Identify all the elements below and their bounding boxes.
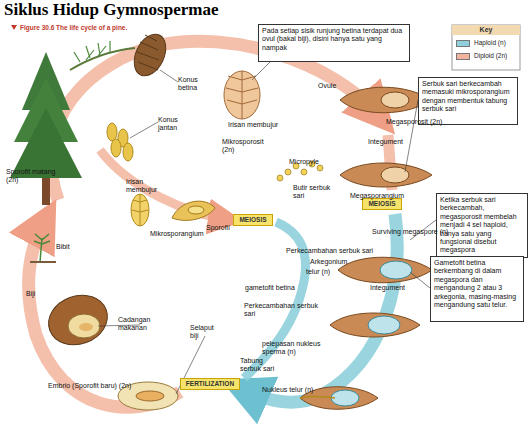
part-label: Nukleus telur (n) bbox=[262, 386, 334, 394]
male-cone bbox=[123, 143, 133, 161]
part-label: Irisan membujur bbox=[126, 178, 162, 194]
node-text: MEIOSIS bbox=[234, 215, 272, 225]
node-text: MEIOSIS bbox=[363, 199, 401, 209]
part-label: Butir serbuk sari bbox=[293, 184, 333, 200]
microsporangium bbox=[188, 206, 204, 214]
diploid-arrow bbox=[29, 222, 180, 407]
seed bbox=[42, 287, 115, 353]
pollen-grain bbox=[277, 175, 283, 181]
legend-frame bbox=[452, 25, 520, 70]
part-label: Konus jantan bbox=[158, 116, 192, 132]
part-label: Irisan membujur bbox=[228, 121, 290, 129]
pollen-grain bbox=[317, 165, 323, 171]
callout-box: Gametofit betina berkembang di dalam meg… bbox=[430, 256, 524, 322]
diploid-arrow bbox=[51, 41, 378, 200]
part-label: Megasporangium bbox=[350, 192, 416, 200]
part-label: Selaput biji bbox=[190, 324, 222, 340]
figure-caption: Figure 30.6 The life cycle of a pine. bbox=[20, 24, 127, 31]
pollen-grain bbox=[285, 169, 291, 175]
part-label: Embrio (Sporofit baru) (2n) bbox=[48, 382, 132, 390]
node-text: Gametofit betina berkembang di dalam meg… bbox=[434, 259, 520, 309]
part-label: Konus betina bbox=[178, 76, 212, 92]
female-gametophyte bbox=[380, 261, 412, 279]
part-label: Arkegonium bbox=[310, 258, 360, 266]
stage-band: FERTILIZATION bbox=[180, 378, 240, 390]
male-cone bbox=[107, 123, 117, 141]
part-label: Ovule bbox=[318, 82, 348, 90]
part-label: Tabung serbuk sari bbox=[240, 357, 280, 373]
node-text: Pada setiap sisik runjung betina terdapa… bbox=[262, 27, 406, 52]
part-label: gametofit betina bbox=[245, 284, 311, 292]
legend-swatch bbox=[456, 53, 470, 60]
male-cone bbox=[111, 139, 121, 157]
female-gametophyte bbox=[368, 316, 400, 334]
sporophyll bbox=[172, 201, 215, 220]
part-label: Micropyle bbox=[289, 158, 329, 166]
part-label: Biji bbox=[26, 290, 48, 298]
node-text: FERTILIZATION bbox=[181, 379, 239, 389]
pollen-grain bbox=[301, 169, 307, 175]
food-reserve bbox=[68, 314, 100, 338]
legend-swatch bbox=[456, 40, 470, 47]
ovule bbox=[330, 313, 420, 337]
part-label: Perkecambahan serbuk sari bbox=[286, 247, 386, 255]
pollen-tube bbox=[300, 396, 335, 398]
leader-line bbox=[130, 122, 158, 138]
page-title: Siklus Hidup Gymnospermae bbox=[4, 0, 218, 20]
leader-line bbox=[252, 62, 270, 80]
part-label: telur (n) bbox=[306, 268, 346, 276]
part-label: Sporofit matang (2n) bbox=[6, 168, 62, 184]
part-label: Cadangan makanan bbox=[118, 316, 164, 332]
soil bbox=[30, 261, 56, 263]
male-cone-section bbox=[131, 194, 149, 226]
seedling bbox=[34, 234, 50, 262]
node-text: Serbuk sari berkecambah memasuki mikrosp… bbox=[422, 80, 514, 114]
embryo bbox=[136, 391, 164, 401]
cone-scales bbox=[137, 35, 159, 70]
ovule bbox=[338, 257, 432, 283]
leader-line bbox=[405, 100, 418, 172]
callout-box: Ketika serbuk sari berkecambah, megaspor… bbox=[436, 193, 528, 258]
part-label: Sporofil bbox=[206, 224, 240, 232]
part-label: Perkecambahan serbuk sari bbox=[244, 302, 324, 318]
female-gametophyte bbox=[331, 390, 359, 406]
pine-needles bbox=[74, 41, 110, 62]
callout-box: Pada setiap sisik runjung betina terdapa… bbox=[258, 24, 410, 62]
leader-line bbox=[410, 272, 430, 288]
cone-scales bbox=[226, 71, 258, 119]
megasporangium-drawing bbox=[340, 163, 432, 187]
part-label: Bibit bbox=[56, 243, 82, 251]
embryo bbox=[79, 323, 93, 331]
node-text: Ketika serbuk sari berkecambah, megaspor… bbox=[440, 196, 524, 255]
megasporangium-core bbox=[381, 167, 409, 183]
megasporocyte bbox=[381, 92, 409, 108]
legend-header bbox=[452, 25, 520, 35]
part-label: Mikrosporosit (2n) bbox=[222, 138, 268, 154]
cone-section bbox=[224, 71, 260, 119]
part-label: Integument bbox=[368, 138, 418, 146]
legend-text: Diploid (2n) bbox=[474, 52, 507, 60]
part-label: Megasporosit (2n) bbox=[386, 118, 456, 126]
tree-foliage bbox=[10, 108, 82, 178]
legend-heading: Key bbox=[452, 26, 520, 34]
part-label: Surviving megaspore (n) bbox=[372, 228, 462, 236]
legend-text: Haploid (n) bbox=[474, 39, 506, 47]
leader-line bbox=[160, 70, 178, 82]
stage-band: MEIOSIS bbox=[362, 198, 402, 210]
part-label: Mikrosporangium bbox=[150, 230, 216, 238]
stage-band: MEIOSIS bbox=[233, 214, 273, 226]
part-label: Integument bbox=[370, 284, 420, 292]
caption-marker bbox=[11, 25, 17, 30]
callout-box: Serbuk sari berkecambah memasuki mikrosp… bbox=[418, 77, 518, 125]
haploid-arrow bbox=[244, 214, 397, 402]
cone-scales bbox=[132, 195, 148, 226]
part-label: pelepasan nukleus sperma (n) bbox=[262, 340, 328, 356]
female-cone bbox=[128, 29, 172, 81]
